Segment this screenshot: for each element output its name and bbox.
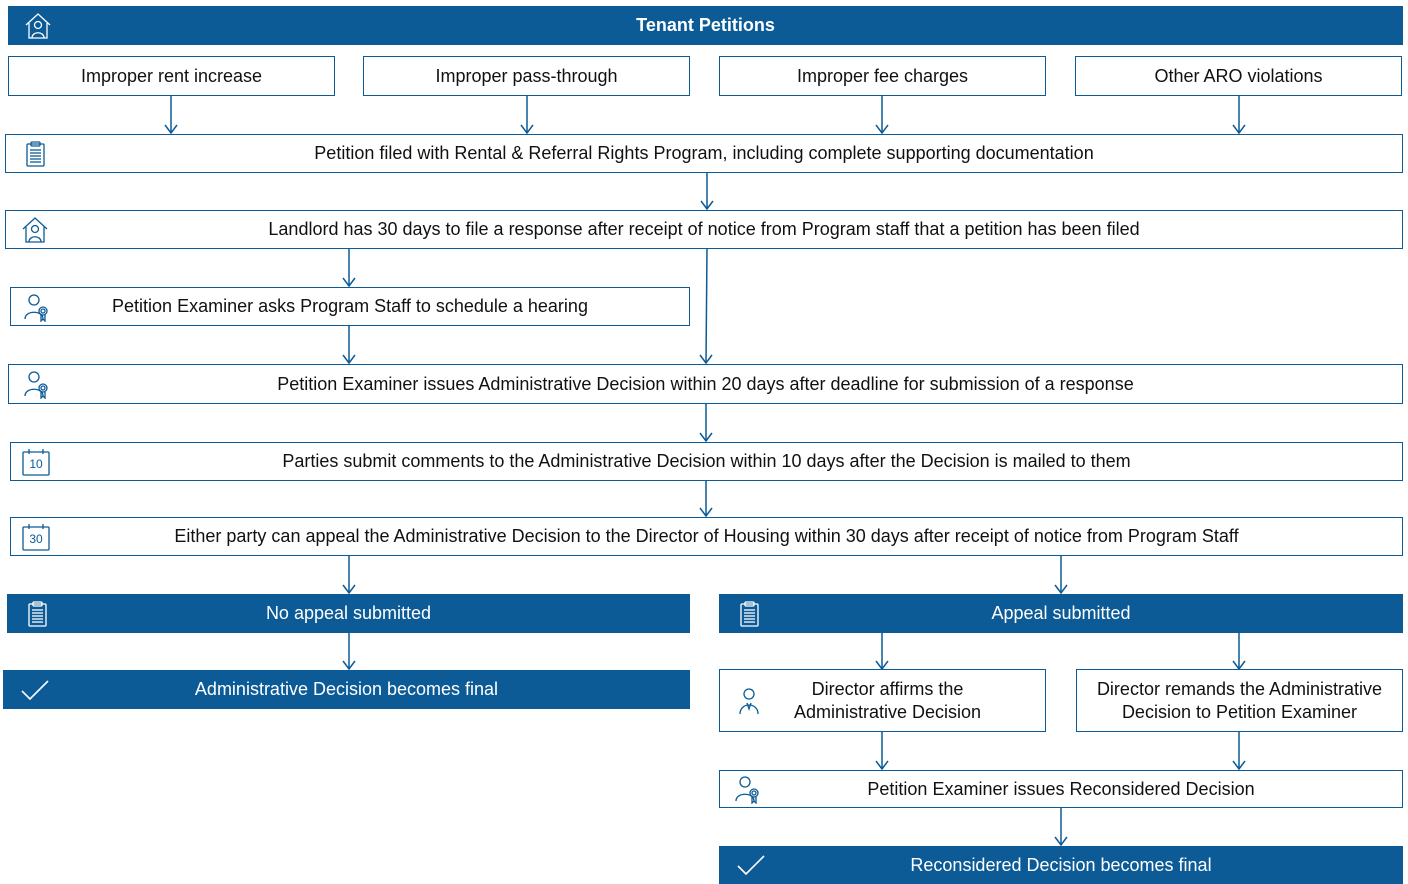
outcome-administrative-final: Administrative Decision becomes final <box>3 670 690 709</box>
violation-improper-pass-through: Improper pass-through <box>363 56 690 96</box>
outcome-director-remands: Director remands the Administrative Deci… <box>1076 669 1403 732</box>
outcome-text: Reconsidered Decision becomes final <box>910 854 1212 875</box>
violation-improper-fee-charges: Improper fee charges <box>719 56 1046 96</box>
step-text: Parties submit comments to the Administr… <box>282 451 1131 471</box>
branch-appeal-submitted: Appeal submitted <box>719 594 1403 633</box>
violation-other-aro: Other ARO violations <box>1075 56 1402 96</box>
step-text: Petition Examiner issues Administrative … <box>277 373 1134 394</box>
step-text: Petition Examiner asks Program Staff to … <box>112 296 588 316</box>
step-schedule-hearing: Petition Examiner asks Program Staff to … <box>10 287 690 326</box>
house-person-icon <box>20 215 50 245</box>
branch-text: Appeal submitted <box>991 603 1131 623</box>
clipboard-icon <box>20 139 50 169</box>
director-person-icon <box>734 686 764 716</box>
calendar-icon: 10 <box>21 447 51 477</box>
header-title: Tenant Petitions <box>636 15 775 35</box>
step-text: Petition filed with Rental & Referral Ri… <box>314 143 1094 163</box>
calendar-icon: 30 <box>21 522 51 552</box>
step-text: Either party can appeal the Administrati… <box>174 526 1239 546</box>
violation-label: Improper rent increase <box>80 65 263 86</box>
examiner-badge-icon <box>23 369 53 399</box>
examiner-badge-icon <box>23 292 53 322</box>
step-petition-filed: Petition filed with Rental & Referral Ri… <box>5 134 1403 173</box>
violation-label: Other ARO violations <box>1154 65 1323 86</box>
header-tenant-petitions: Tenant Petitions <box>8 6 1403 45</box>
outcome-text: Director remands the Administrative Deci… <box>1096 678 1383 722</box>
step-reconsidered-decision: Petition Examiner issues Reconsidered De… <box>719 770 1403 808</box>
violation-label: Improper fee charges <box>796 65 969 86</box>
examiner-badge-icon <box>734 774 764 804</box>
outcome-text: Director affirms the Administrative Deci… <box>793 678 982 722</box>
checkmark-icon <box>736 850 766 880</box>
clipboard-icon <box>22 599 52 629</box>
calendar-number: 30 <box>29 531 43 546</box>
house-person-icon <box>23 11 53 41</box>
clipboard-icon <box>734 599 764 629</box>
outcome-director-affirms: Director affirms the Administrative Deci… <box>719 669 1046 732</box>
outcome-text: Administrative Decision becomes final <box>194 679 499 699</box>
step-appeal: 30 Either party can appeal the Administr… <box>10 517 1403 556</box>
branch-text: No appeal submitted <box>265 603 432 623</box>
step-text: Landlord has 30 days to file a response … <box>268 219 1140 239</box>
branch-no-appeal: No appeal submitted <box>7 594 690 633</box>
outcome-reconsidered-final: Reconsidered Decision becomes final <box>719 846 1403 884</box>
arrow-landlord-to-decision <box>706 248 707 363</box>
violation-improper-rent-increase: Improper rent increase <box>8 56 335 96</box>
step-text: Petition Examiner issues Reconsidered De… <box>867 778 1255 799</box>
violation-label: Improper pass-through <box>435 65 618 86</box>
step-landlord-response: Landlord has 30 days to file a response … <box>5 210 1403 249</box>
step-submit-comments: 10 Parties submit comments to the Admini… <box>10 442 1403 481</box>
checkmark-icon <box>20 675 50 705</box>
step-administrative-decision: Petition Examiner issues Administrative … <box>8 364 1403 404</box>
calendar-number: 10 <box>29 456 43 471</box>
